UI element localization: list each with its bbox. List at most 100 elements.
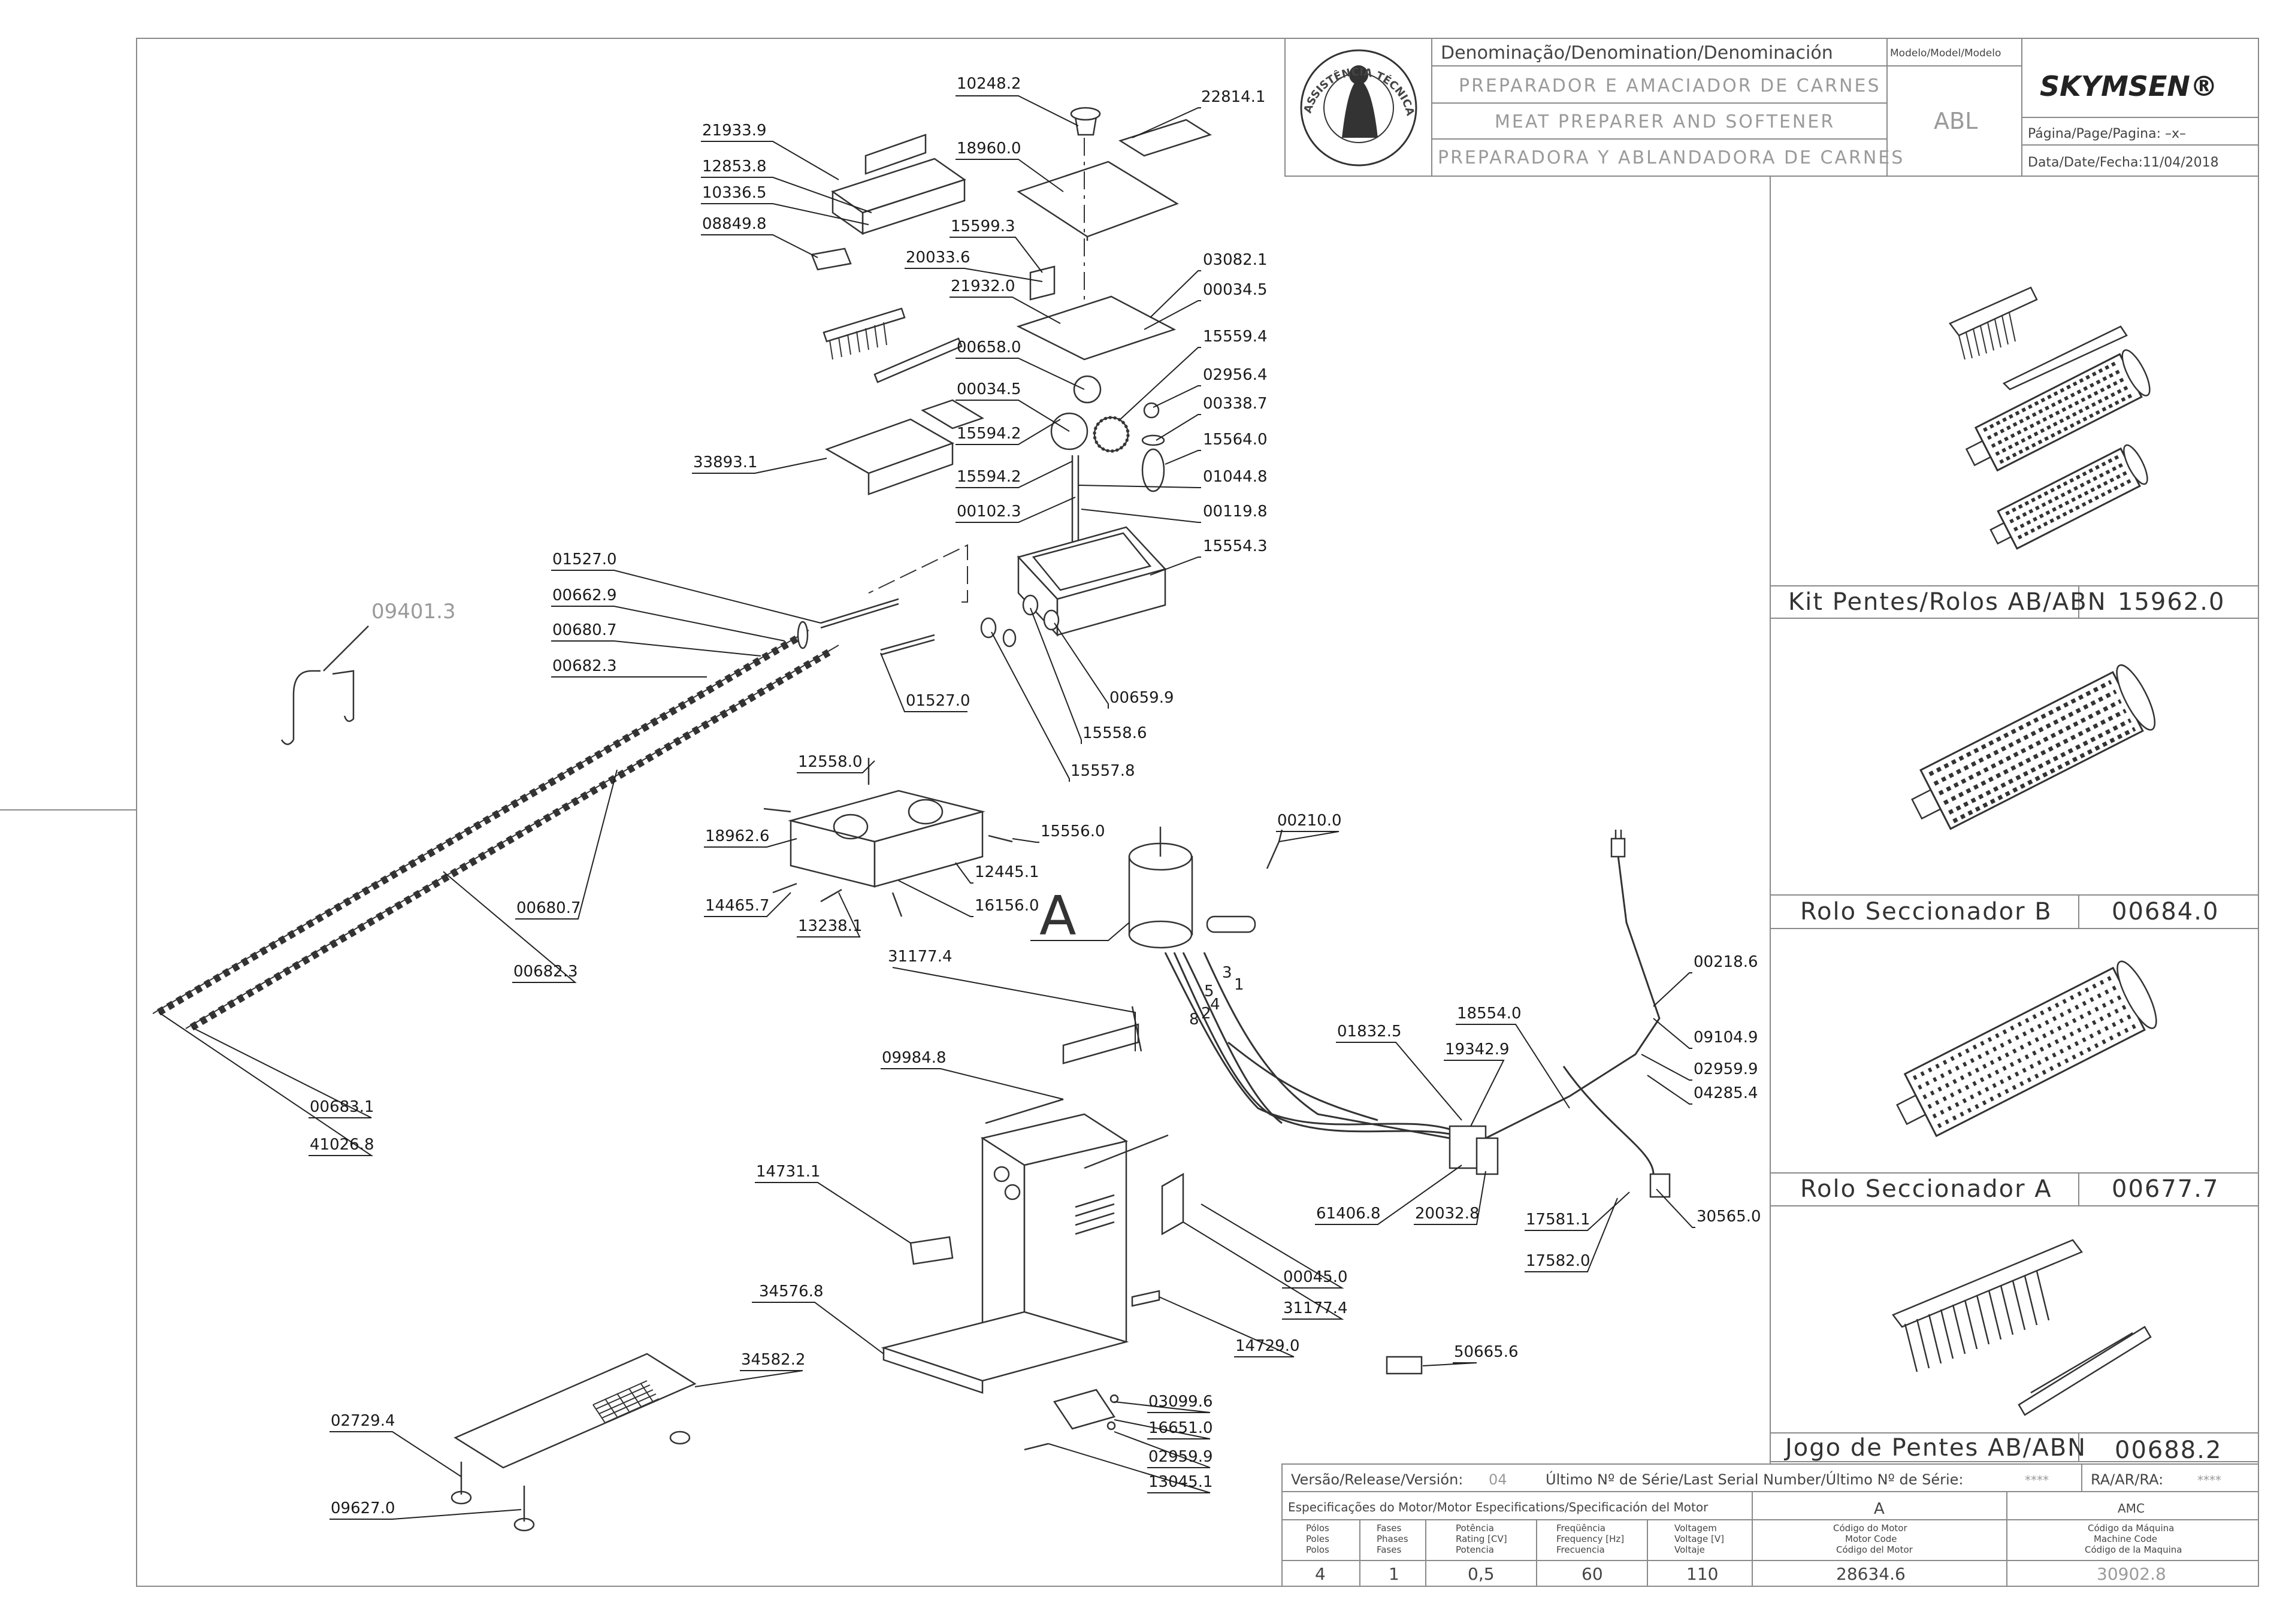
motor-drawing: [1128, 827, 1283, 949]
part-label: 20033.6: [906, 249, 970, 267]
kit-panels: Kit Pentes/Rolos AB/ABN 15962.0 Rolo Sec…: [1770, 176, 2259, 1465]
kit-caption-4: Jogo de Pentes AB/ABN: [1783, 1434, 2087, 1462]
footer-spec-table: Versão/Release/Versión: 04 Último Nº de …: [1281, 1463, 2259, 1587]
part-label: 15554.3: [1203, 537, 1268, 555]
col-voltage-h1: Voltagem: [1674, 1523, 1717, 1534]
kit-code-3: 00677.7: [2112, 1175, 2219, 1203]
part-label: 33893.1: [693, 453, 758, 471]
part-label: 00658.0: [957, 338, 1021, 356]
part-label: 00682.3: [513, 963, 578, 981]
kit-caption-3: Rolo Seccionador A: [1800, 1175, 2052, 1203]
val-frequency: 60: [1582, 1564, 1603, 1584]
val-rating: 0,5: [1468, 1564, 1495, 1584]
part-label: 31177.4: [888, 948, 953, 966]
wire-numbers: 3 1 5 4 2 8: [1189, 964, 1244, 1029]
leader-lines: [158, 95, 1695, 1520]
part-label: 15558.6: [1083, 724, 1147, 742]
part-label: 00218.6: [1694, 953, 1758, 971]
part-label: 18962.6: [705, 827, 770, 845]
part-label: 00034.5: [1203, 281, 1268, 299]
comb-set-drawing: [1892, 1239, 2152, 1416]
col-phases-h2: Phases: [1377, 1534, 1408, 1544]
part-label: 09984.8: [882, 1049, 947, 1067]
part-label: 01832.5: [1337, 1023, 1402, 1041]
col-poles-h1: Pólos: [1306, 1523, 1329, 1534]
col-rating-h3: Potencia: [1456, 1544, 1494, 1555]
part-label: 18554.0: [1457, 1005, 1522, 1023]
page-label: Página/Page/Pagina: –x–: [2028, 126, 2186, 141]
release-value: 04: [1489, 1471, 1507, 1488]
model-value: ABL: [1934, 108, 1977, 134]
col-frequency-h2: Frequency [Hz]: [1556, 1534, 1624, 1544]
base-plate-drawing: [450, 1353, 697, 1532]
part-label: 10336.5: [702, 184, 767, 202]
part-drawings: [152, 107, 1671, 1532]
part-label: 17582.0: [1526, 1252, 1591, 1270]
part-label: 30565.0: [1697, 1208, 1761, 1226]
release-label: Versão/Release/Versión:: [1291, 1471, 1463, 1488]
part-label: 02956.4: [1203, 366, 1268, 384]
col-motor-code-h3: Código del Motor: [1836, 1544, 1913, 1555]
part-label: 12445.1: [975, 863, 1039, 881]
part-label: 14731.1: [756, 1163, 821, 1181]
title-block: ASSISTÊNCIA TÉCNICA AUTORIZADA Denominaç…: [0, 0, 2259, 177]
part-label: 01527.0: [906, 692, 970, 710]
part-label: 00683.1: [310, 1098, 374, 1116]
part-label: 00682.3: [552, 657, 617, 675]
kit-caption-2: Rolo Seccionador B: [1800, 898, 2052, 926]
col-machine-code-h3: Código de la Maquina: [2085, 1544, 2182, 1555]
kit-code-2: 00684.0: [2112, 898, 2219, 926]
part-label: 00659.9: [1109, 689, 1174, 707]
col-rating-h2: Rating [CV]: [1456, 1534, 1507, 1544]
wire-number: 2: [1201, 1005, 1211, 1023]
part-label: 21933.9: [702, 122, 767, 140]
col-rating-h1: Potência: [1456, 1523, 1494, 1534]
part-label: 61406.8: [1316, 1205, 1381, 1223]
part-label: 02959.9: [1694, 1060, 1758, 1078]
cabinet-drawing: [881, 1006, 1184, 1394]
part-label: 18960.0: [957, 140, 1021, 158]
wire-number: 5: [1204, 982, 1214, 1000]
col-frequency-h1: Freqüência: [1556, 1523, 1605, 1534]
col-machine-code-h2: Machine Code: [2094, 1534, 2157, 1544]
part-label: 19342.9: [1445, 1041, 1510, 1059]
part-label: 04285.4: [1694, 1084, 1758, 1102]
part-label: 31177.4: [1283, 1299, 1348, 1317]
wire-number: 4: [1210, 996, 1220, 1014]
wire-number: 1: [1234, 976, 1244, 994]
part-label: 17581.1: [1526, 1211, 1591, 1229]
part-label: 16156.0: [975, 897, 1039, 915]
col-voltage-h3: Voltaje: [1674, 1544, 1705, 1555]
date-label: Data/Date/Fecha:11/04/2018: [2028, 155, 2219, 170]
col-poles-h3: Polos: [1306, 1544, 1329, 1555]
part-label: 09401.3: [371, 600, 456, 624]
view-label-a: A: [1039, 885, 1077, 948]
part-label: 15564.0: [1203, 431, 1268, 449]
part-label: 15556.0: [1041, 822, 1105, 840]
part-label: 13238.1: [798, 917, 863, 935]
name-es: PREPARADORA Y ABLANDADORA DE CARNES: [1438, 147, 1904, 168]
serial-value: ****: [2025, 1473, 2049, 1487]
part-label: 15594.2: [957, 468, 1021, 486]
col-motor-code-h2: Motor Code: [1845, 1534, 1897, 1544]
motor-code-letter: A: [1874, 1500, 1885, 1518]
kit-code-4: 00688.2: [2115, 1437, 2222, 1464]
part-label: 16651.0: [1148, 1419, 1213, 1437]
part-label: 01527.0: [552, 551, 617, 568]
part-label: 15559.4: [1203, 328, 1268, 346]
part-label: 10248.2: [957, 75, 1021, 93]
part-label: 03082.1: [1203, 251, 1268, 269]
model-header: Modelo/Model/Modelo: [1890, 47, 2001, 59]
motor-spec-label: Especificações do Motor/Motor Especifica…: [1288, 1500, 1709, 1514]
wire-number: 3: [1222, 964, 1232, 982]
roller-a-drawing: [1896, 960, 2157, 1138]
part-label: 14729.0: [1235, 1337, 1300, 1355]
part-label: 34582.2: [741, 1351, 806, 1369]
part-label: 12558.0: [798, 753, 863, 771]
part-label: 00210.0: [1277, 812, 1342, 830]
col-poles-h2: Poles: [1306, 1534, 1329, 1544]
col-phases-h1: Fases: [1377, 1523, 1401, 1534]
roller-b-drawing: [1911, 664, 2156, 830]
part-label: 13045.1: [1148, 1473, 1213, 1491]
part-number-labels: 10248.2 22814.1 21933.9 12853.8 10336.5 …: [310, 75, 1761, 1517]
